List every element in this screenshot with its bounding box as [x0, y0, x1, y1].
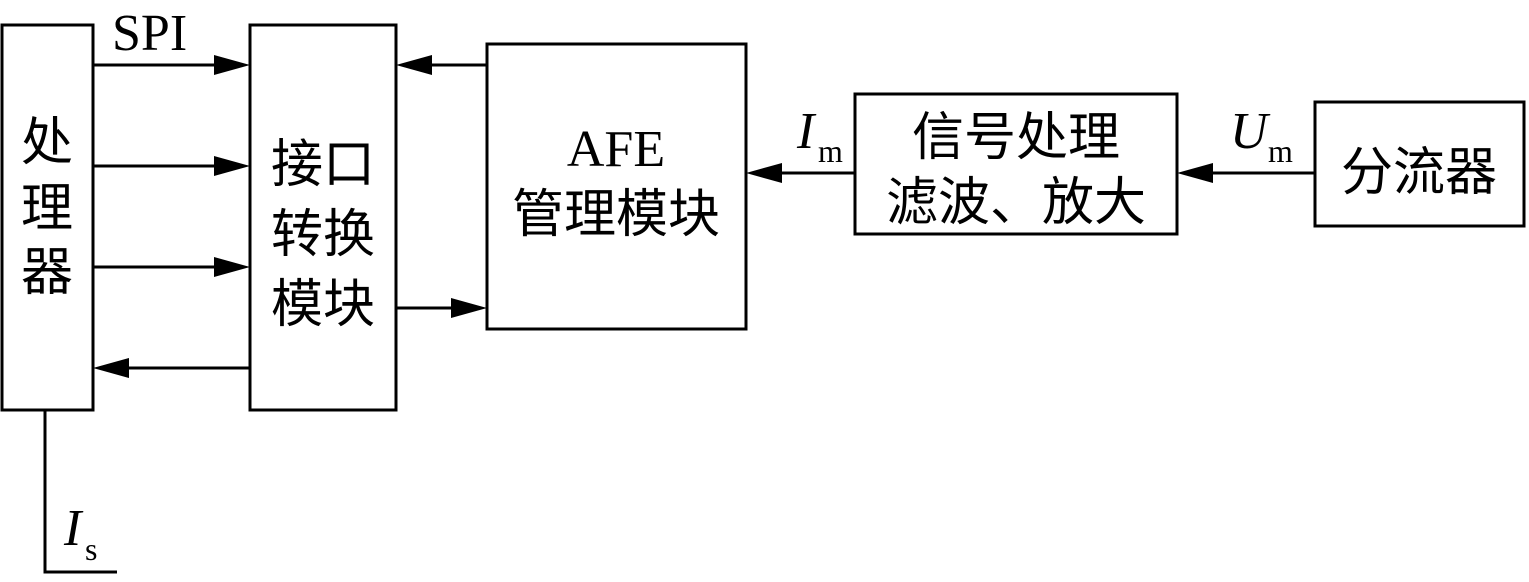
arrow-afe-to-interface	[396, 55, 487, 75]
processor-label-line-2: 理	[21, 179, 73, 239]
im-label-subscript: m	[818, 133, 843, 169]
im-label: I m	[796, 103, 843, 169]
is-label-main: I	[63, 500, 84, 557]
arrow-interface-to-processor	[93, 358, 250, 378]
processor-block: 处 理 器	[0, 23, 95, 412]
interface-label-line-1: 接口	[271, 135, 375, 195]
um-label-main: U	[1230, 103, 1271, 160]
afe-label-line-2: 管理模块	[512, 185, 720, 245]
signal-label-line-2: 滤波、放大	[886, 173, 1146, 233]
is-output-line	[43, 410, 117, 574]
signal-label-line-1: 信号处理	[912, 108, 1120, 168]
processor-label-line-3: 器	[21, 243, 73, 303]
arrow-shunt-to-signal	[1177, 163, 1315, 183]
shunt-label: 分流器	[1341, 143, 1497, 203]
um-label: U m	[1230, 103, 1293, 169]
signal-processing-block: 信号处理 滤波、放大	[853, 92, 1179, 236]
afe-label-line-1: AFE	[567, 121, 665, 178]
spi-label: SPI	[112, 5, 187, 62]
arrow-spi-3	[93, 257, 250, 277]
um-label-subscript: m	[1268, 133, 1293, 169]
interface-conversion-block: 接口 转换 模块	[248, 23, 398, 412]
afe-management-block: AFE 管理模块	[485, 42, 748, 331]
im-label-main: I	[796, 103, 817, 160]
arrow-signal-to-afe	[746, 163, 855, 183]
interface-label-line-2: 转换	[271, 205, 375, 265]
arrow-spi-2	[93, 156, 250, 176]
is-label: I s	[63, 500, 97, 567]
interface-label-line-3: 模块	[271, 275, 375, 335]
processor-label-line-1: 处	[21, 113, 73, 173]
arrow-interface-to-afe	[396, 298, 487, 318]
arrow-spi-1	[93, 55, 250, 75]
is-label-subscript: s	[85, 531, 97, 567]
shunt-block: 分流器	[1313, 100, 1526, 228]
